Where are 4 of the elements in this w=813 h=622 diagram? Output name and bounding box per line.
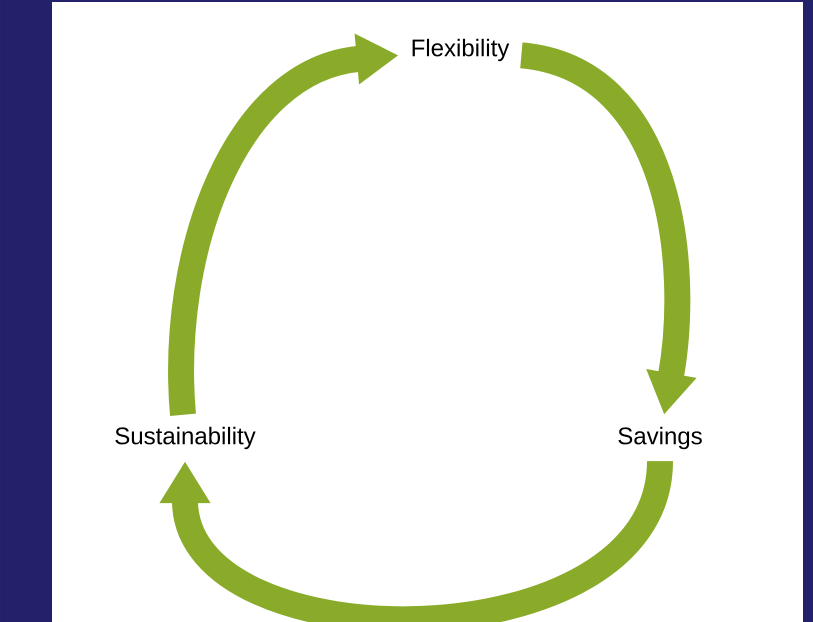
node-label: Flexibility xyxy=(412,38,510,62)
node-label: Savings xyxy=(618,426,702,450)
curved-arrow xyxy=(159,458,673,622)
node-label: Sustainability xyxy=(115,426,256,450)
